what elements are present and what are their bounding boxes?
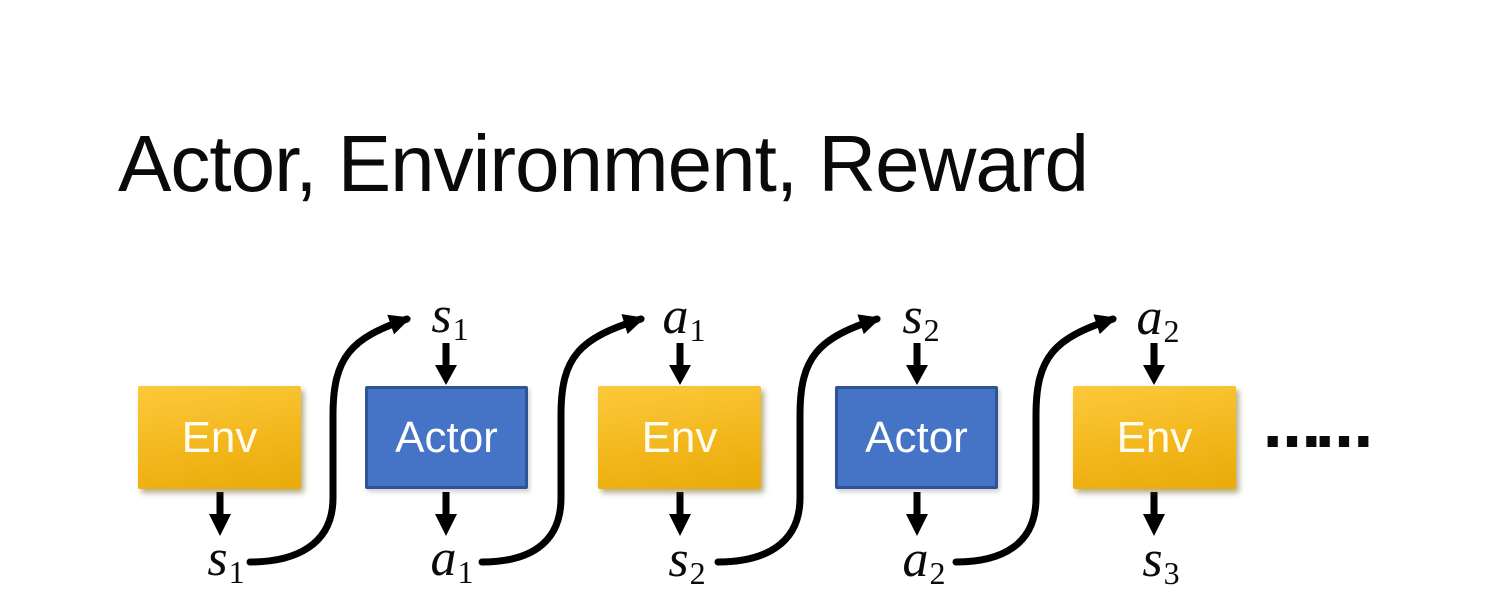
input-arrow-env2 bbox=[669, 343, 691, 385]
output-label-env1: s1 bbox=[207, 530, 245, 590]
ellipsis: …… bbox=[1263, 393, 1373, 461]
env-box-2: Env bbox=[598, 386, 761, 489]
input-arrow-actor2 bbox=[906, 343, 928, 385]
curved-arrow-a1 bbox=[478, 314, 645, 566]
input-arrow-actor1 bbox=[435, 343, 457, 385]
actor-box-1: Actor bbox=[365, 386, 528, 489]
curved-arrow-s1 bbox=[246, 314, 411, 566]
env-box-2-label: Env bbox=[641, 412, 718, 462]
output-label-env2: s2 bbox=[668, 531, 706, 591]
output-arrow-actor1 bbox=[435, 492, 457, 536]
output-arrow-env1 bbox=[209, 492, 231, 536]
output-arrow-actor2 bbox=[906, 492, 928, 536]
env-box-3-label: Env bbox=[1116, 412, 1193, 462]
input-arrow-env3 bbox=[1143, 343, 1165, 385]
actor-box-1-label: Actor bbox=[395, 412, 498, 462]
env-box-3: Env bbox=[1073, 386, 1236, 489]
output-label-actor1: a1 bbox=[430, 530, 474, 590]
env-box-1-label: Env bbox=[181, 412, 258, 462]
input-label-actor2: s2 bbox=[902, 288, 940, 348]
output-label-env3: s3 bbox=[1142, 531, 1180, 591]
output-label-actor2: a2 bbox=[902, 531, 946, 591]
input-label-env3: a2 bbox=[1136, 289, 1180, 349]
input-label-actor1: s1 bbox=[431, 287, 469, 347]
output-arrow-env2 bbox=[669, 492, 691, 536]
slide-title: Actor, Environment, Reward bbox=[118, 119, 1089, 208]
actor-box-2: Actor bbox=[835, 386, 998, 489]
env-box-1: Env bbox=[138, 386, 301, 489]
input-label-env2: a1 bbox=[662, 288, 706, 348]
output-arrow-env3 bbox=[1143, 492, 1165, 536]
actor-box-2-label: Actor bbox=[865, 412, 968, 462]
curved-arrow-a2 bbox=[952, 314, 1117, 566]
curved-arrow-s2 bbox=[714, 314, 881, 566]
